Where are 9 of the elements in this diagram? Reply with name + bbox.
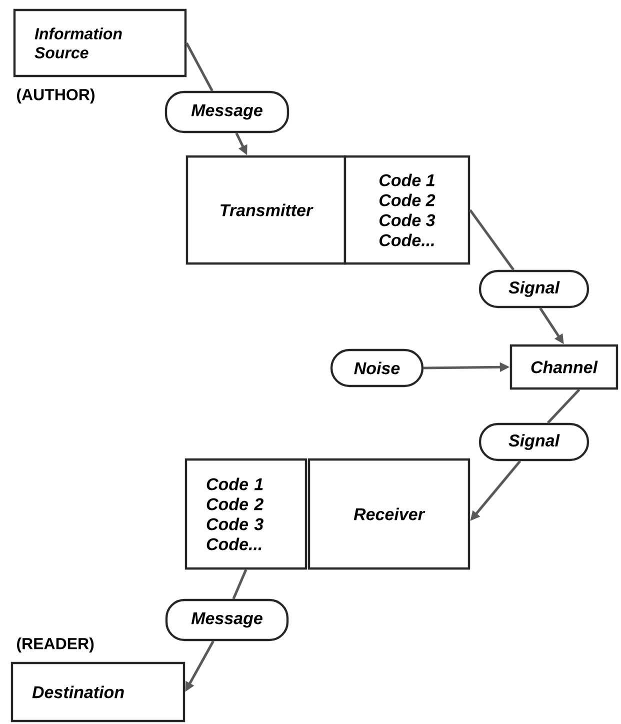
process-box: Receiver <box>308 458 470 570</box>
process-box: Information Source <box>13 8 187 78</box>
role-label: (READER) <box>17 638 94 652</box>
code-list-box: Code 1 Code 2 Code 3 Code... <box>184 458 308 570</box>
process-box: Channel <box>510 344 618 390</box>
process-box: Destination <box>10 662 186 722</box>
code-list-box: Code 1 Code 2 Code 3 Code... <box>344 155 470 265</box>
process-box: Transmitter <box>186 155 346 265</box>
role-label: (AUTHOR) <box>17 88 94 104</box>
